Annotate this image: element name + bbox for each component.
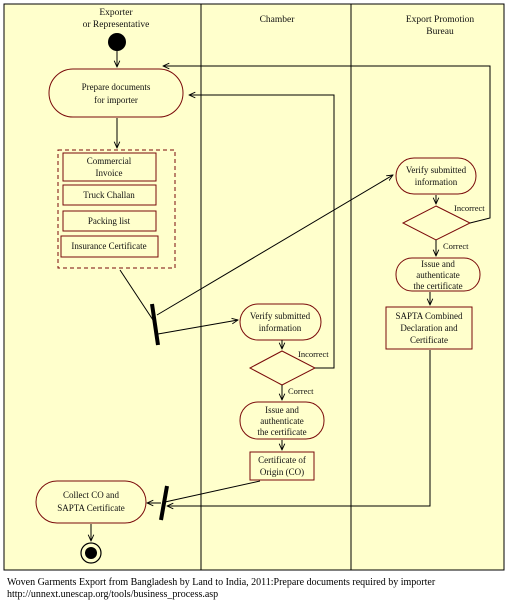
activity-label: Issue and bbox=[421, 259, 455, 269]
activity-prepare-documents bbox=[48, 68, 184, 118]
activity-label: the certificate bbox=[257, 427, 306, 437]
guard-correct: Correct bbox=[443, 241, 469, 251]
document-label: Certificate bbox=[410, 335, 448, 345]
document-label: Commercial bbox=[87, 156, 132, 166]
guard-incorrect: Incorrect bbox=[454, 203, 485, 213]
document-group bbox=[57, 149, 176, 269]
document-label: Insurance Certificate bbox=[71, 241, 146, 251]
activity-verify-chamber bbox=[239, 303, 322, 341]
activity-label: Issue and bbox=[265, 405, 299, 415]
document-packing-list bbox=[62, 210, 157, 232]
document-label: Certificate of bbox=[258, 455, 306, 465]
document-sapta bbox=[385, 306, 473, 350]
activity-label: the certificate bbox=[413, 281, 462, 291]
caption-title: Woven Garments Export from Bangladesh by… bbox=[7, 577, 436, 588]
final-node-core bbox=[85, 547, 97, 559]
activity-label: information bbox=[259, 323, 302, 333]
flow-line bbox=[119, 269, 154, 321]
document-insurance-certificate bbox=[60, 235, 159, 258]
document-label: Truck Challan bbox=[83, 190, 135, 200]
lane-title-bureau: Export Promotion bbox=[406, 15, 475, 25]
document-label: SAPTA Combined bbox=[395, 311, 463, 321]
guard-incorrect: Incorrect bbox=[298, 349, 329, 359]
activity-collect bbox=[35, 480, 147, 524]
activity-label: authenticate bbox=[416, 270, 459, 280]
lane-title-exporter: Exporter bbox=[99, 8, 133, 18]
activity-label: Verify submitted bbox=[250, 311, 311, 321]
document-label: Packing list bbox=[88, 216, 131, 226]
flow-arrow bbox=[156, 175, 393, 316]
activity-verify-bureau bbox=[395, 157, 477, 195]
initial-node bbox=[108, 33, 126, 51]
join-bar bbox=[159, 485, 169, 521]
flow-arrow-incorrect bbox=[189, 95, 335, 369]
document-label: Invoice bbox=[96, 168, 123, 178]
flow-arrow-incorrect bbox=[163, 66, 491, 224]
activity-issue-bureau bbox=[395, 257, 481, 292]
activity-label: SAPTA Certificate bbox=[57, 503, 125, 513]
document-commercial-invoice bbox=[62, 152, 157, 182]
flow-line bbox=[164, 480, 261, 503]
fork-bar bbox=[150, 303, 160, 346]
lane-title-exporter: or Representative bbox=[83, 20, 150, 30]
activity-label: authenticate bbox=[260, 416, 303, 426]
lane-title-bureau: Bureau bbox=[426, 27, 454, 37]
activity-label: information bbox=[415, 177, 458, 187]
document-certificate-of-origin bbox=[249, 451, 315, 481]
caption-url: http://unnext.unescap.org/tools/business… bbox=[7, 589, 219, 600]
document-label: Origin (CO) bbox=[260, 467, 304, 477]
activity-issue-chamber bbox=[239, 401, 325, 440]
activity-label: for importer bbox=[94, 95, 138, 105]
activity-label: Prepare documents bbox=[82, 82, 151, 92]
guard-correct: Correct bbox=[288, 386, 314, 396]
document-label: Declaration and bbox=[400, 323, 458, 333]
lane-title-chamber: Chamber bbox=[260, 15, 296, 25]
document-truck-challan bbox=[62, 184, 157, 206]
flow-arrow bbox=[167, 350, 431, 506]
activity-label: Verify submitted bbox=[406, 165, 467, 175]
activity-label: Collect CO and bbox=[63, 490, 119, 500]
flow-arrow bbox=[157, 320, 238, 335]
figure-caption: Woven Garments Export from Bangladesh by… bbox=[7, 577, 435, 601]
